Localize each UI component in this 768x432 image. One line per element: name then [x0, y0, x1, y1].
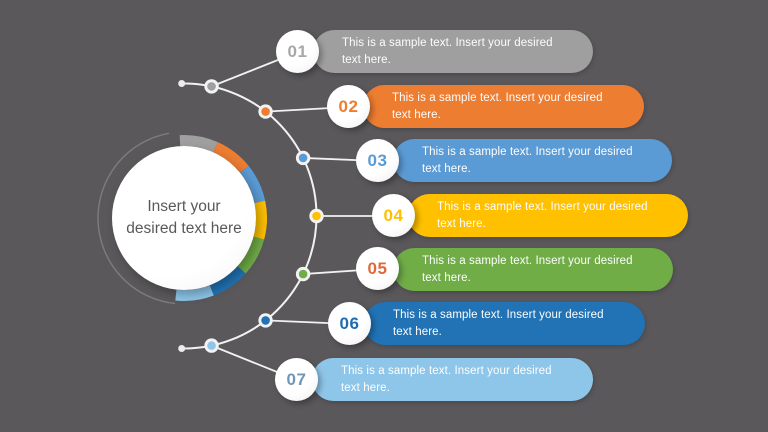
- ring-segment-4: [253, 200, 267, 240]
- item-text-line: text here.: [342, 53, 391, 66]
- item-text-line: This is a sample text. Insert your desir…: [437, 201, 648, 214]
- item-text-line: This is a sample text. Insert your desir…: [422, 146, 633, 159]
- timeline-dot-1: [207, 82, 216, 91]
- item-number: 05: [367, 258, 388, 278]
- item-text-line: text here.: [422, 162, 471, 175]
- center-text: Insert your desired text here: [126, 198, 242, 237]
- item-text-7: This is a sample text. Insert your desir…: [312, 363, 552, 396]
- item-text-2: This is a sample text. Insert your desir…: [363, 90, 603, 123]
- item-number: 06: [339, 313, 360, 333]
- item-number-circle-4[interactable]: 04: [372, 194, 415, 237]
- item-number-circle-5[interactable]: 05: [356, 247, 399, 290]
- ring-segment-6: [209, 266, 246, 296]
- item-number: 04: [383, 205, 404, 225]
- ring-segment-5: [237, 236, 265, 274]
- item-text-line: text here.: [341, 381, 390, 394]
- item-bar-6[interactable]: This is a sample text. Insert your desir…: [364, 302, 645, 345]
- item-text-line: This is a sample text. Insert your desir…: [422, 255, 633, 268]
- item-text-3: This is a sample text. Insert your desir…: [393, 144, 633, 177]
- item-text-line: This is a sample text. Insert your desir…: [342, 37, 553, 50]
- item-text-5: This is a sample text. Insert your desir…: [393, 253, 633, 286]
- item-number: 02: [338, 96, 359, 116]
- item-bar-3[interactable]: This is a sample text. Insert your desir…: [393, 139, 672, 182]
- item-number-circle-1[interactable]: 01: [276, 30, 319, 73]
- item-bar-5[interactable]: This is a sample text. Insert your desir…: [393, 248, 673, 291]
- item-bar-2[interactable]: This is a sample text. Insert your desir…: [363, 85, 644, 128]
- ring-segment-2: [213, 142, 249, 173]
- timeline-dot-4: [312, 211, 321, 221]
- item-text-line: This is a sample text. Insert your desir…: [392, 92, 603, 105]
- timeline-dot-2: [261, 107, 270, 116]
- item-number-circle-6[interactable]: 06: [328, 302, 371, 345]
- item-text-line: text here.: [393, 325, 442, 338]
- item-number: 01: [287, 41, 308, 61]
- ring-segment-1: [179, 135, 218, 153]
- timeline-dot-3: [298, 153, 308, 163]
- item-text-line: text here.: [437, 217, 486, 230]
- ring-segment-3: [239, 165, 266, 204]
- item-text-line: text here.: [422, 271, 471, 284]
- arc-end-dot-bottom: [178, 344, 186, 352]
- item-text-4: This is a sample text. Insert your desir…: [408, 199, 648, 232]
- item-text-line: This is a sample text. Insert your desir…: [393, 309, 604, 322]
- item-text-line: This is a sample text. Insert your desir…: [341, 365, 552, 378]
- item-bar-7[interactable]: This is a sample text. Insert your desir…: [312, 358, 593, 401]
- item-text-6: This is a sample text. Insert your desir…: [364, 307, 604, 340]
- center-circle[interactable]: Insert your desired text here: [112, 146, 256, 290]
- item-number-circle-7[interactable]: 07: [275, 358, 318, 401]
- item-number: 07: [286, 369, 307, 389]
- timeline-dot-7: [207, 341, 216, 350]
- timeline-dot-5: [298, 269, 308, 279]
- timeline-dot-6: [261, 316, 270, 325]
- arc-end-dot-top: [178, 80, 186, 88]
- item-bar-4[interactable]: This is a sample text. Insert your desir…: [408, 194, 688, 237]
- item-number-circle-2[interactable]: 02: [327, 85, 370, 128]
- ring-segment-7: [175, 285, 214, 301]
- item-bar-1[interactable]: This is a sample text. Insert your desir…: [313, 30, 593, 73]
- item-text-line: text here.: [392, 108, 441, 121]
- item-text-1: This is a sample text. Insert your desir…: [313, 35, 553, 68]
- item-number-circle-3[interactable]: 03: [356, 139, 399, 182]
- item-number: 03: [367, 150, 388, 170]
- thin-outline-ring: [97, 132, 176, 305]
